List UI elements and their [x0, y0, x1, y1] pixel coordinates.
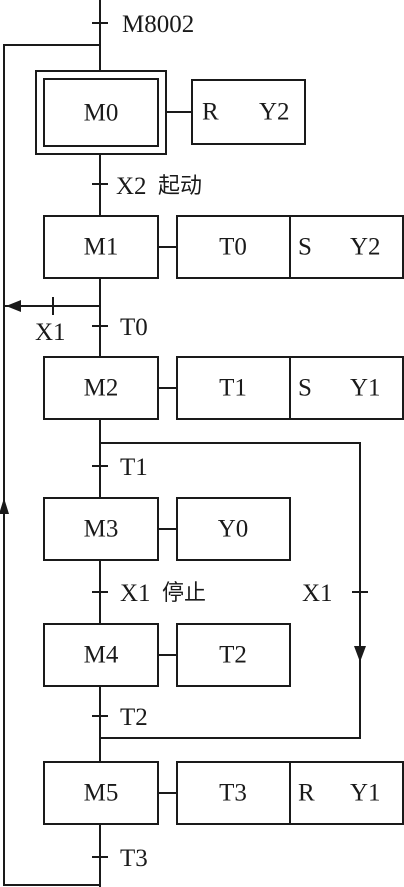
step-label-m4: M4: [84, 642, 119, 669]
action-box-m1-set: [289, 215, 404, 279]
action-target-m0: Y2: [259, 99, 290, 126]
action-target-m1: Y2: [350, 234, 381, 261]
action-box-m2-set: [289, 356, 404, 420]
x1-jump-label: X1: [35, 319, 66, 346]
action-label-m1-timer: T0: [219, 234, 247, 261]
action-target-m5: Y1: [350, 780, 381, 807]
action-cmd-m0: R: [202, 99, 219, 126]
step-label-m3: M3: [84, 516, 119, 543]
transition-label-t2: T2: [120, 704, 148, 731]
step-label-m0: M0: [84, 100, 119, 127]
action-label-m5-timer: T3: [219, 780, 247, 807]
step-box-m4: [43, 623, 159, 687]
action-box-m4: [176, 623, 291, 687]
step-label-m5: M5: [84, 780, 119, 807]
transition-label-t0: T0: [120, 314, 148, 341]
x1-skip-line: [100, 442, 361, 739]
up-arrow-icon: [0, 498, 9, 514]
left-arrow-icon: [6, 300, 21, 312]
action-cmd-m5: R: [298, 780, 315, 807]
action-cmd-m1: S: [298, 234, 312, 261]
action-label-m3: Y0: [218, 516, 249, 543]
step-box-m1: [43, 215, 159, 279]
action-label-m2-timer: T1: [219, 375, 247, 402]
action-box-m5-reset: [289, 761, 404, 825]
loop-back-line: [3, 44, 100, 886]
transition-label-stop: X1: [120, 580, 151, 607]
x1-skip-label: X1: [302, 580, 333, 607]
action-cmd-m2: S: [298, 375, 312, 402]
transition-label-init: M8002: [122, 11, 194, 38]
down-arrow-icon: [354, 646, 366, 662]
action-box-m3: [176, 497, 291, 561]
transition-label-t3: T3: [120, 845, 148, 872]
step-label-m1: M1: [84, 234, 119, 261]
transition-label-start: X2: [116, 173, 147, 200]
transition-label-t1: T1: [120, 454, 148, 481]
action-target-m2: Y1: [350, 375, 381, 402]
action-box-m5-timer: [176, 761, 291, 825]
transition-note-stop: 停止: [162, 581, 206, 606]
action-label-m4: T2: [219, 642, 247, 669]
step-box-m2: [43, 356, 159, 420]
action-box-m2-timer: [176, 356, 291, 420]
transition-note-start: 起动: [158, 174, 202, 199]
step-label-m2: M2: [84, 375, 119, 402]
action-box-m0: [191, 79, 306, 145]
initial-step-inner: [43, 78, 159, 147]
